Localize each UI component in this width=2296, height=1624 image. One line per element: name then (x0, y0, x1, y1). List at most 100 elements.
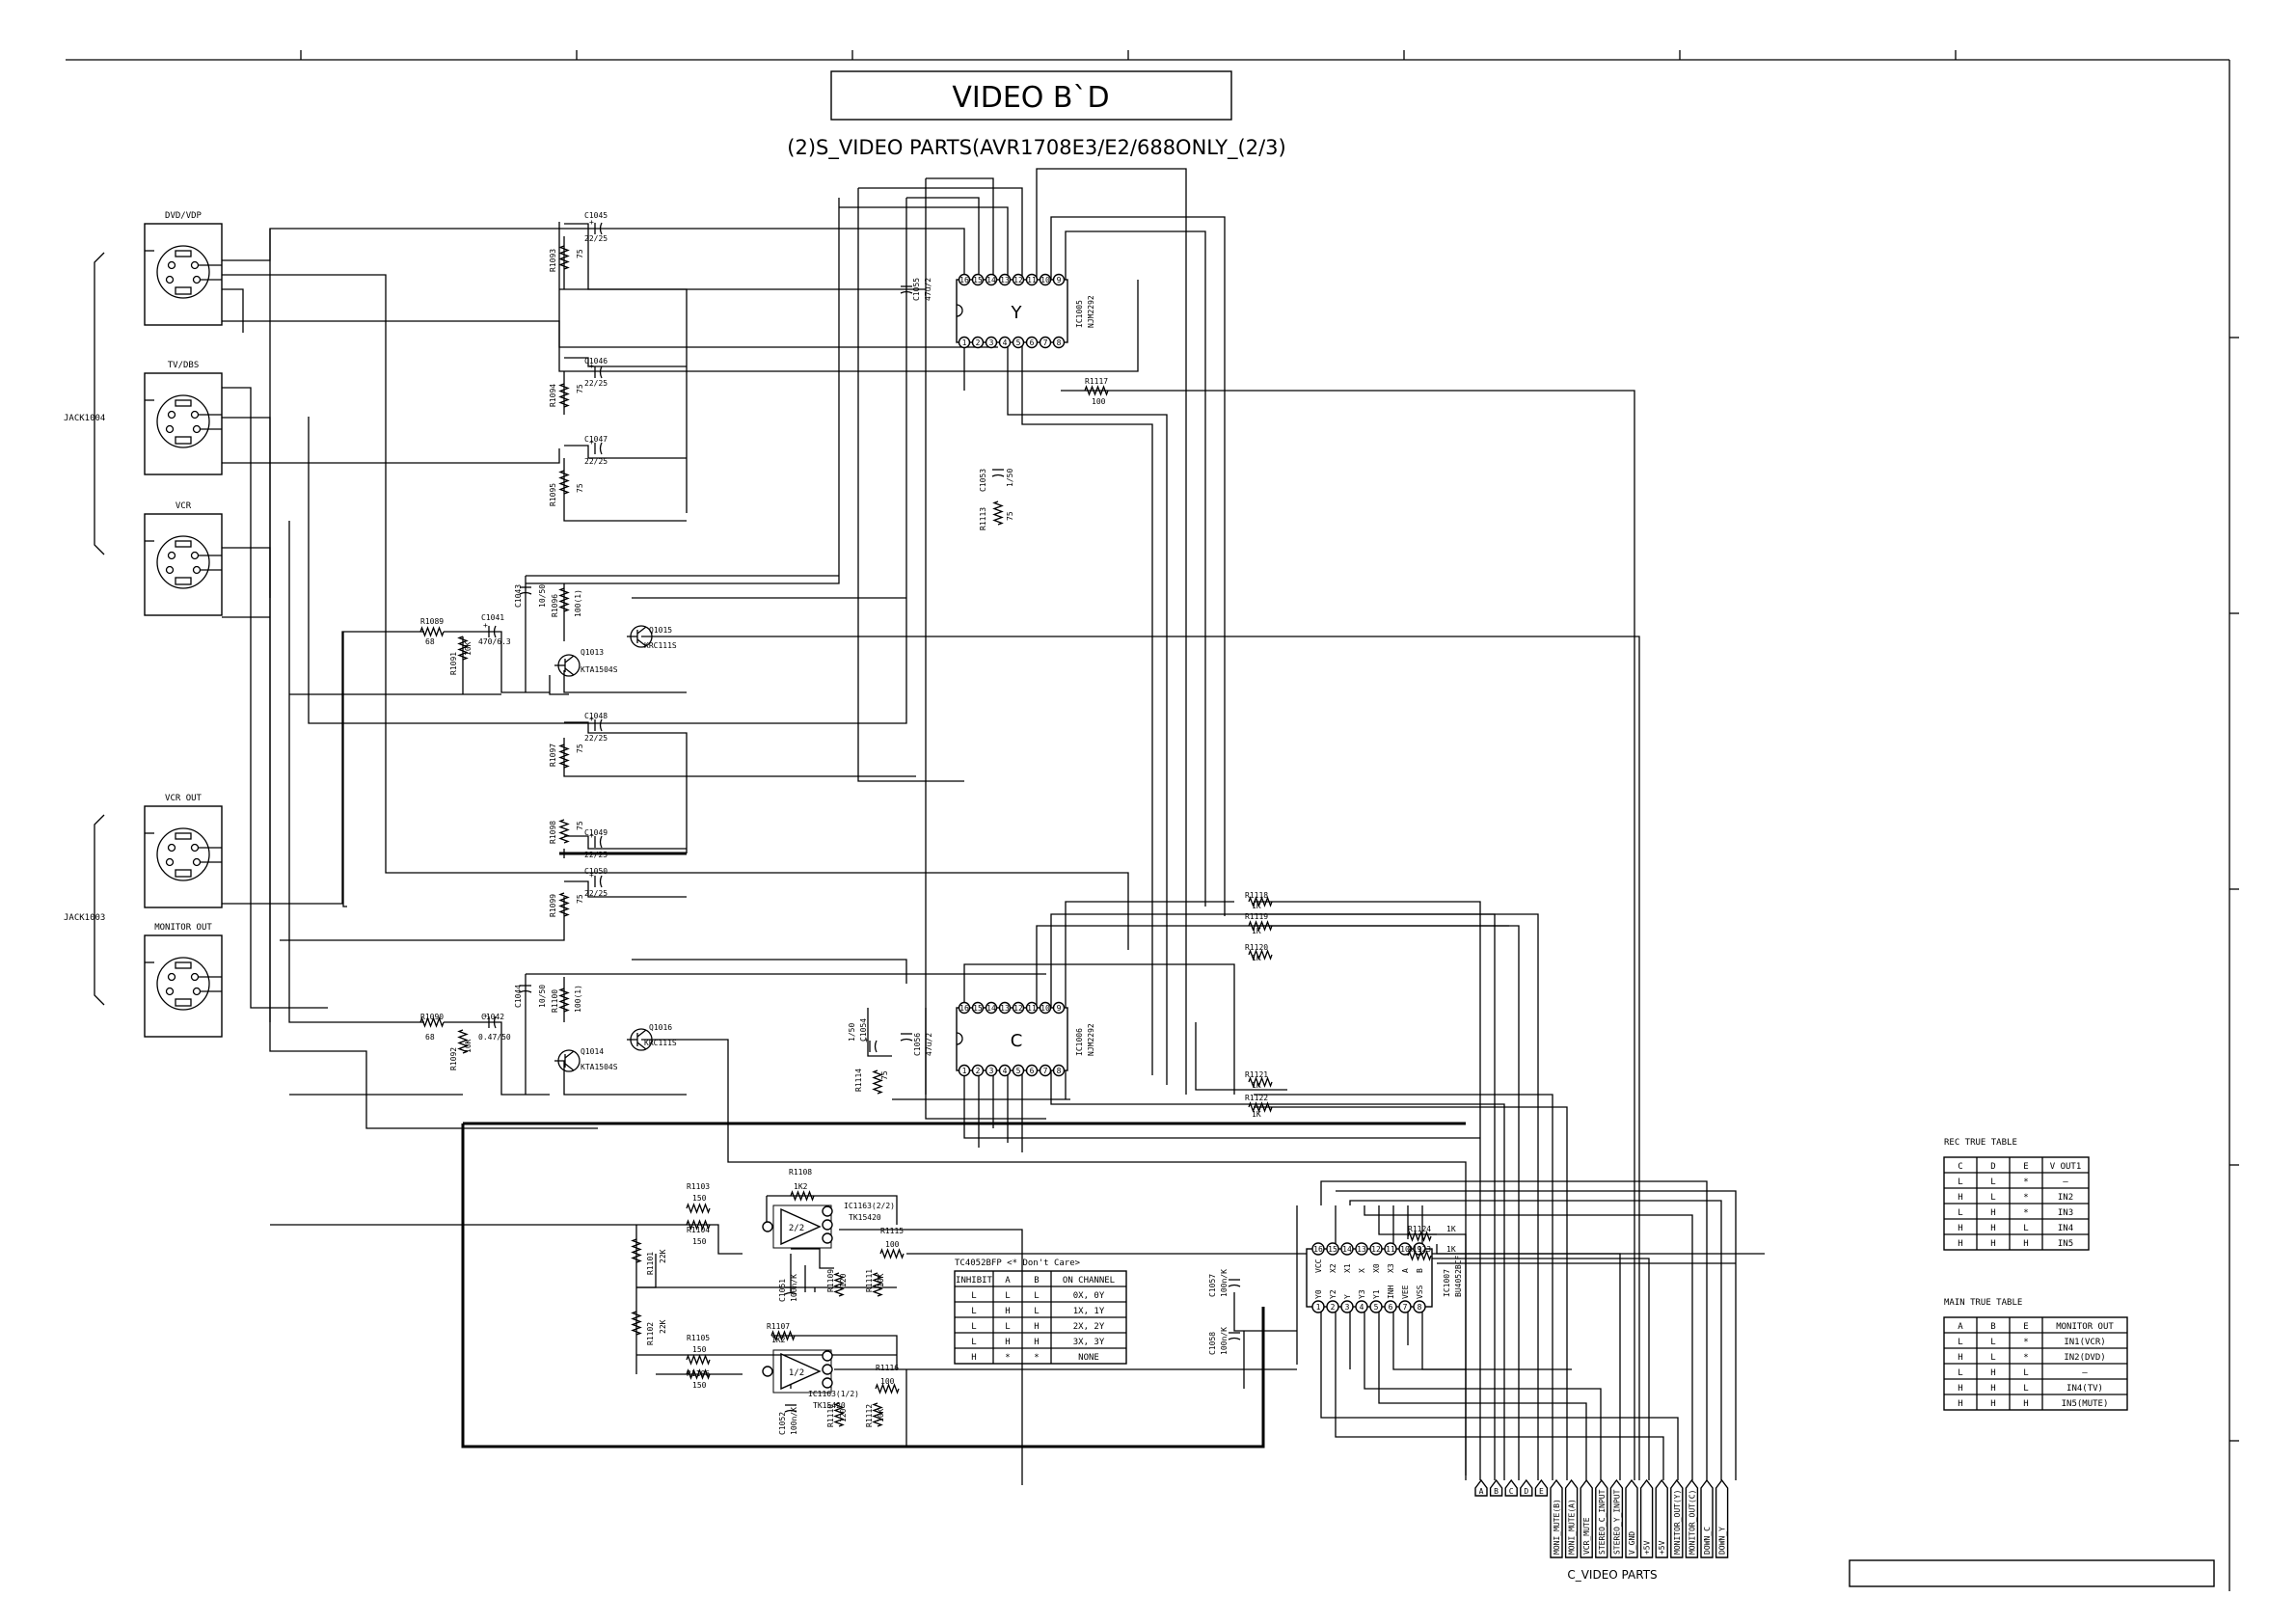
r1100-ref: R1100 (551, 989, 559, 1013)
svg-text:7: 7 (1403, 1303, 1408, 1312)
r1111-ref: R1111 (865, 1269, 874, 1292)
cap-c1046-val: 22/25 (584, 379, 608, 388)
r1103-val: 150 (692, 1194, 707, 1203)
ic-y-labels: C1055 47u/2 IC1005 NJM2292 R1117 100 C10… (912, 278, 1108, 530)
table-tc4052-cell-1-3: 0X, 0Y (1073, 1291, 1105, 1301)
r1122-ref: R1122 (1245, 1094, 1268, 1102)
svg-text:5: 5 (1016, 1067, 1021, 1075)
r1105-ref: R1105 (687, 1334, 710, 1342)
c1056-val: 47u/2 (925, 1033, 933, 1056)
svg-text:16: 16 (1313, 1245, 1323, 1254)
c1041-ref: C1041 (481, 613, 504, 622)
wiring (222, 168, 1765, 1485)
svg-text:11: 11 (1386, 1245, 1395, 1254)
res-r1098 (558, 819, 570, 844)
svg-text:3: 3 (989, 338, 994, 347)
svg-text:B: B (1416, 1268, 1424, 1273)
table-main-true-header-3: MONITOR OUT (2056, 1322, 2114, 1332)
connector-pin-label: V_GND (1628, 1531, 1636, 1555)
ic-ic1005-mark: Y (1011, 303, 1023, 323)
connector-pin: +5V (1655, 1478, 1668, 1558)
jack-vcr-out: VCR OUT (144, 794, 223, 908)
res-r1097 (558, 744, 570, 769)
jack-monitor-out: MONITOR OUT (144, 923, 223, 1038)
table-tc4052-cell-5-0: H (971, 1353, 976, 1363)
svg-text:INH: INH (1387, 1285, 1395, 1299)
ic1163-2-part: TK15420 (849, 1213, 881, 1222)
connector-pin: MONI_MUTE(A) (1564, 1478, 1579, 1558)
table-tc4052-cell-4-2: H (1034, 1338, 1039, 1347)
cap-c1045-ref: C1045 (584, 211, 608, 220)
r1118-ref: R1118 (1245, 891, 1268, 900)
svg-text:13: 13 (1357, 1245, 1366, 1254)
connector-pin: DOWN_C (1700, 1478, 1714, 1558)
r1110-ref: R1110 (826, 1404, 835, 1427)
svg-text:2: 2 (976, 1067, 981, 1075)
res-r1102 (631, 1311, 642, 1336)
res-r1095-val: 75 (576, 483, 584, 493)
res-r1099-val: 75 (576, 894, 584, 904)
cap-c1057 (1228, 1279, 1241, 1287)
jack1003-label: JACK1003 (64, 913, 105, 923)
jack-tv-dbs-label: TV/DBS (168, 361, 200, 370)
table-rec-true-cell-5-3: IN5 (2058, 1239, 2073, 1249)
connector-pin: D (1520, 1478, 1533, 1497)
svg-text:1: 1 (962, 338, 967, 347)
jack-dvd-vdp-label: DVD/VDP (165, 211, 203, 221)
jack-monitor-out-label: MONITOR OUT (154, 923, 212, 933)
q1013-ref: Q1013 (581, 648, 604, 657)
res-r1095 (558, 470, 570, 495)
ic1007-part: BU4052BCF (1454, 1255, 1463, 1297)
cap-c1055 (900, 285, 913, 294)
res-r1104 (686, 1219, 711, 1231)
r1120-ref: R1120 (1245, 943, 1268, 952)
q1016-ref: Q1016 (649, 1023, 672, 1032)
c1054-ref: C1054 (859, 1018, 868, 1042)
svg-text:15: 15 (973, 1004, 983, 1013)
title-box (830, 70, 1232, 121)
opamp-ic1163-1: 1/2 (762, 1349, 833, 1394)
connector-pin: DOWN_Y (1715, 1478, 1729, 1558)
connector-pin-label: DOWN_C (1703, 1527, 1712, 1555)
opamp-top-labels: R1108 1K2 R1103 150 R1104 150 IC1163(2/2… (646, 1168, 904, 1302)
driver-top-labels: R1089 68 R1091 10K C1041 470/6.3 C1043 1… (420, 584, 677, 675)
svg-text:9: 9 (1057, 276, 1062, 284)
res-r1099-ref: R1099 (549, 894, 557, 917)
svg-text:+: + (483, 1012, 488, 1020)
table-rec-true-cell-2-2: * (2023, 1193, 2028, 1203)
ic1005-part: NJM2292 (1087, 295, 1095, 328)
svg-text:14: 14 (986, 1004, 996, 1013)
res-r1094 (558, 383, 570, 408)
res-r1091 (457, 636, 469, 661)
c1058-val: 100n/K (1220, 1327, 1229, 1355)
jack1004-label: JACK1004 (64, 414, 105, 423)
r1107-ref: R1107 (767, 1322, 790, 1331)
r1112-val: 10K (877, 1408, 885, 1422)
table-main-true-cell-3-0: L (1958, 1368, 1962, 1378)
connector-pin-label: MONITOR_OUT(C) (1688, 1490, 1696, 1555)
connector-pin-label: A (1479, 1487, 1484, 1496)
svg-text:VCC: VCC (1314, 1259, 1323, 1273)
table-tc4052-cell-4-0: L (971, 1338, 976, 1347)
r1111-val: 10K (877, 1273, 885, 1287)
svg-text:6: 6 (1030, 338, 1035, 347)
c1054-val: 1/50 (848, 1023, 856, 1042)
svg-text:+: + (589, 218, 594, 227)
r1116-val: 100 (880, 1377, 895, 1386)
table-rec-true-cell-5-2: H (2023, 1239, 2028, 1249)
connector-pin: MONITOR_OUT(C) (1685, 1478, 1699, 1558)
res-r1103 (686, 1203, 711, 1214)
r1117-ref: R1117 (1085, 377, 1108, 386)
cap-c1051 (784, 1286, 797, 1295)
table-main-true-cell-3-1: H (1990, 1368, 1995, 1378)
q1016-part: KRC111S (644, 1039, 677, 1047)
table-tc4052-header-2: B (1034, 1276, 1039, 1286)
cap-c1049-ref: C1049 (584, 828, 608, 837)
res-r1122 (1248, 1101, 1273, 1113)
ic-ic1006-mark: C (1011, 1031, 1023, 1051)
opamp-ic1163-2-label: 2/2 (789, 1224, 804, 1233)
connector-pin: A (1474, 1478, 1488, 1497)
